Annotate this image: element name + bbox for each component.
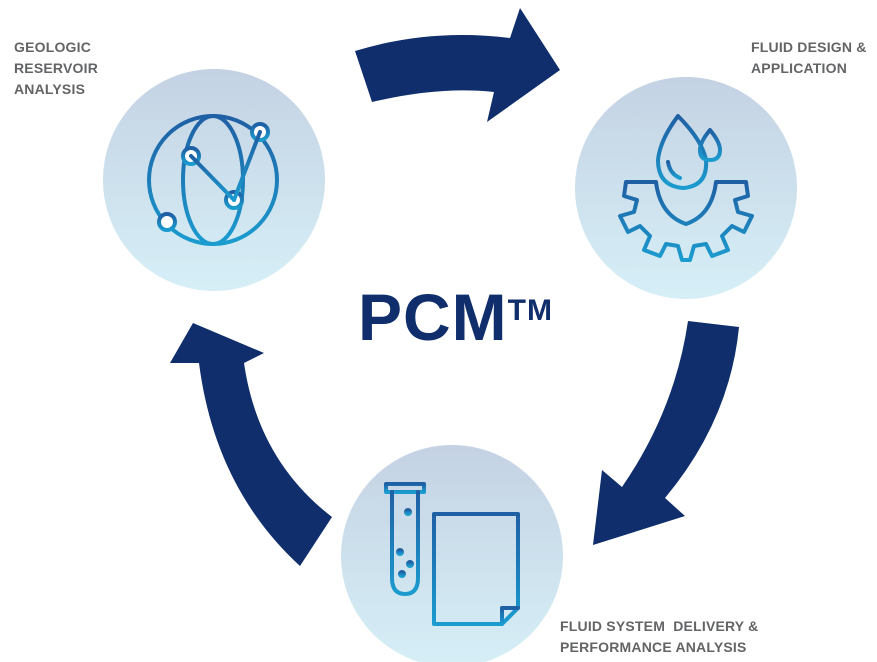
trademark-mark: TM [507,294,553,327]
label-line: ANALYSIS [14,81,86,97]
label-line: RESERVOIR [14,60,99,76]
label-line: APPLICATION [751,60,848,76]
test-tube-report-icon [384,482,520,626]
arrow-left [170,323,332,566]
label-geologic-reservoir-analysis: GEOLOGIC RESERVOIR ANALYSIS [14,37,98,100]
label-fluid-design-application: FLUID DESIGN & APPLICATION [751,37,867,79]
label-line: PERFORMANCE ANALYSIS [560,639,747,655]
arrow-top [355,8,560,122]
title-text: PCM [358,280,508,354]
pcm-title: PCMTM [358,282,553,352]
label-line: FLUID DESIGN & [751,39,867,55]
arrow-right [593,321,739,545]
drops-gear-icon [618,114,754,262]
label-line: GEOLOGIC [14,39,92,55]
globe-network-icon [147,114,279,246]
label-fluid-system-delivery: FLUID SYSTEM DELIVERY & PERFORMANCE ANAL… [560,616,759,658]
label-line: FLUID SYSTEM DELIVERY & [560,618,759,634]
